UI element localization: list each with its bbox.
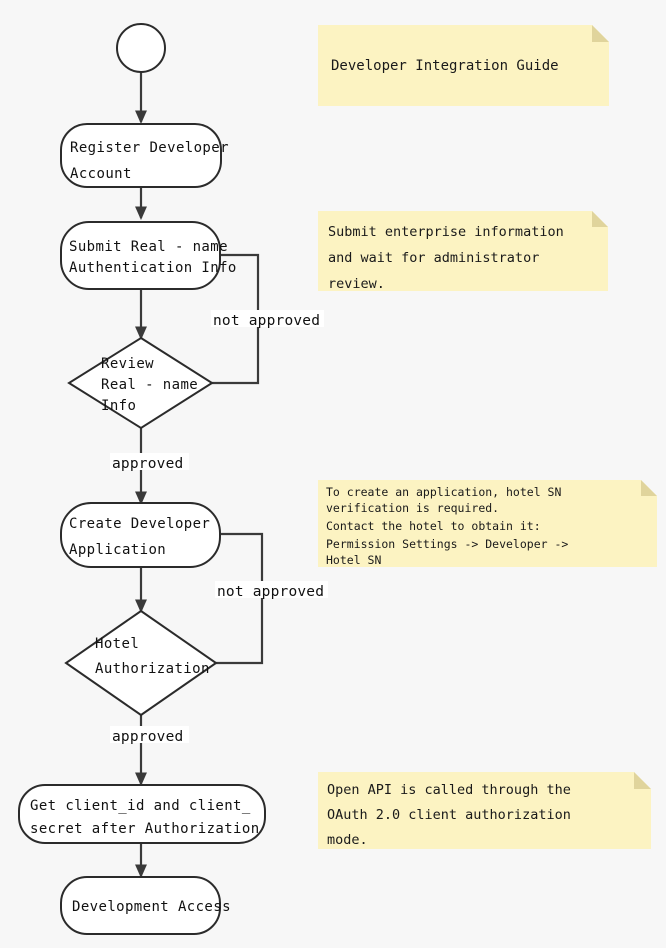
node-review-line1: Review bbox=[101, 356, 154, 372]
node-dev-access-line1: Development Access bbox=[72, 899, 231, 915]
edge-label-hotel-approved-text: approved bbox=[112, 729, 183, 745]
node-hotel-auth-line2: Authorization bbox=[95, 661, 210, 677]
note-submit-line-2: review. bbox=[328, 276, 385, 292]
note-open-api-line-2: mode. bbox=[327, 832, 368, 848]
edges-group bbox=[134, 72, 264, 879]
node-hotel-auth-line1: Hotel bbox=[95, 636, 139, 652]
note-submit-line-1: and wait for administrator bbox=[328, 250, 539, 266]
node-register-line1: Register Developer bbox=[70, 140, 229, 156]
note-hotel-sn-line-1: verification is required. bbox=[326, 501, 499, 515]
edge-label-hotel-not-approved-text: not approved bbox=[217, 584, 324, 600]
note-developer-integration-guide[interactable]: Developer Integration Guide bbox=[318, 25, 609, 106]
node-create-app-line2: Application bbox=[69, 542, 166, 558]
node-create-developer-application[interactable]: Create Developer Application bbox=[60, 502, 221, 568]
node-submit-line1: Submit Real - name bbox=[69, 239, 228, 255]
note-hotel-sn-line-0: To create an application, hotel SN bbox=[326, 485, 561, 499]
node-review-line3: Info bbox=[101, 398, 136, 414]
node-hotel-authorization[interactable]: Hotel Authorization bbox=[64, 609, 218, 717]
edge-label-review-not-approved-text: not approved bbox=[213, 313, 320, 329]
node-submit-line2: Authentication Info bbox=[69, 260, 237, 276]
node-get-client-line2: secret after Authorization bbox=[30, 821, 260, 837]
note-submit-line-0: Submit enterprise information bbox=[328, 224, 564, 240]
note-open-api-line-1: OAuth 2.0 client authorization bbox=[327, 807, 571, 823]
edge-label-hotel-approved: approved bbox=[110, 726, 189, 745]
edge-label-review-not-approved: not approved bbox=[211, 310, 324, 329]
edge-label-review-approved-text: approved bbox=[112, 456, 183, 472]
node-get-client-line1: Get client_id and client_ bbox=[30, 798, 251, 814]
note-submit-enterprise-info[interactable]: Submit enterprise information and wait f… bbox=[318, 211, 608, 292]
note-open-api-oauth[interactable]: Open API is called through the OAuth 2.0… bbox=[318, 772, 651, 849]
node-create-app-line1: Create Developer bbox=[69, 516, 210, 532]
node-get-client-credentials[interactable]: Get client_id and client_ secret after A… bbox=[18, 784, 266, 844]
node-development-access[interactable]: Development Access bbox=[60, 876, 231, 935]
edge-label-review-approved: approved bbox=[110, 453, 189, 472]
note-open-api-line-0: Open API is called through the bbox=[327, 782, 571, 798]
edge-label-hotel-not-approved: not approved bbox=[215, 581, 328, 600]
note-guide-line-0: Developer Integration Guide bbox=[331, 58, 559, 74]
note-hotel-sn-line-4: Hotel SN bbox=[326, 553, 381, 567]
node-register-developer-account[interactable]: Register Developer Account bbox=[60, 123, 229, 188]
note-hotel-sn-line-2: Contact the hotel to obtain it: bbox=[326, 519, 541, 533]
note-hotel-sn-line-3: Permission Settings -> Developer -> bbox=[326, 537, 568, 551]
node-review-line2: Real - name bbox=[101, 377, 198, 393]
node-review-real-name-info[interactable]: Review Real - name Info bbox=[67, 336, 214, 430]
node-submit-real-name-auth-info[interactable]: Submit Real - name Authentication Info bbox=[60, 221, 237, 290]
node-start-circle[interactable] bbox=[116, 23, 166, 73]
node-register-line2: Account bbox=[70, 166, 132, 182]
note-hotel-sn-verification[interactable]: To create an application, hotel SN verif… bbox=[318, 480, 657, 567]
